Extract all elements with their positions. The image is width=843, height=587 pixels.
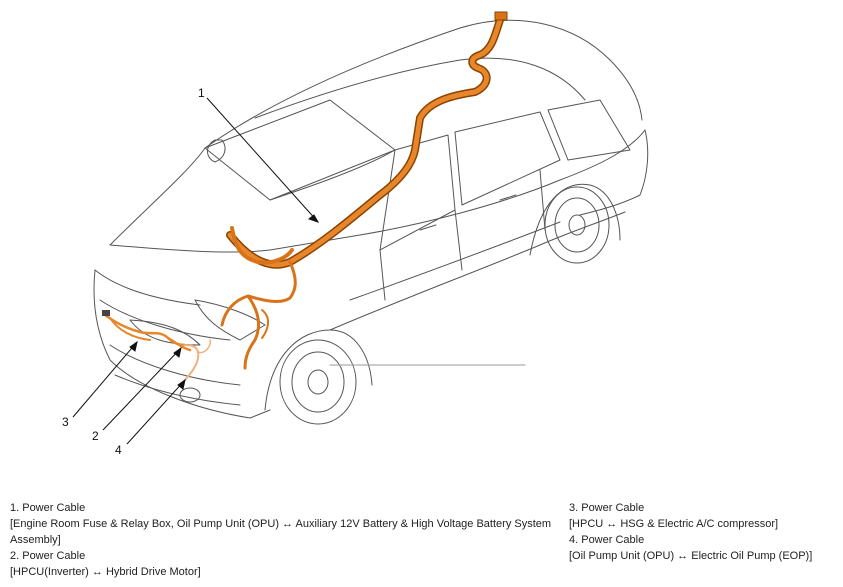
legend-item-4-detail: [Oil Pump Unit (OPU) ↔ Electric Oil Pump…	[569, 550, 813, 562]
power-cable-2	[166, 336, 192, 352]
power-cable-1	[226, 16, 504, 269]
callout-2: 2	[92, 429, 99, 443]
callout-4: 4	[115, 443, 122, 457]
legend-left-column: 1. Power Cable [Engine Room Fuse & Relay…	[10, 500, 565, 580]
legend-item-1-detail: [Engine Room Fuse & Relay Box, Oil Pump …	[10, 518, 552, 546]
legend-item-3-title: 3. Power Cable	[569, 502, 645, 514]
legend-item-2-title: 2. Power Cable	[10, 550, 86, 562]
leader-lines	[72, 97, 320, 445]
legend-item-4-title: 4. Power Cable	[569, 534, 645, 546]
legend-item-1-title: 1. Power Cable	[10, 502, 86, 514]
car-wiring-diagram: 1 3 2 4	[62, 11, 649, 457]
legend-item-2-detail: [HPCU(Inverter) ↔ Hybrid Drive Motor]	[10, 566, 201, 578]
callout-1: 1	[198, 86, 205, 100]
power-cables	[102, 11, 508, 381]
callout-3: 3	[62, 415, 69, 429]
legend-item-3-detail: [HPCU ↔ HSG & Electric A/C compressor]	[569, 518, 779, 530]
legend-right-column: 3. Power Cable [HPCU ↔ HSG & Electric A/…	[569, 500, 839, 564]
car-outline	[93, 19, 649, 425]
